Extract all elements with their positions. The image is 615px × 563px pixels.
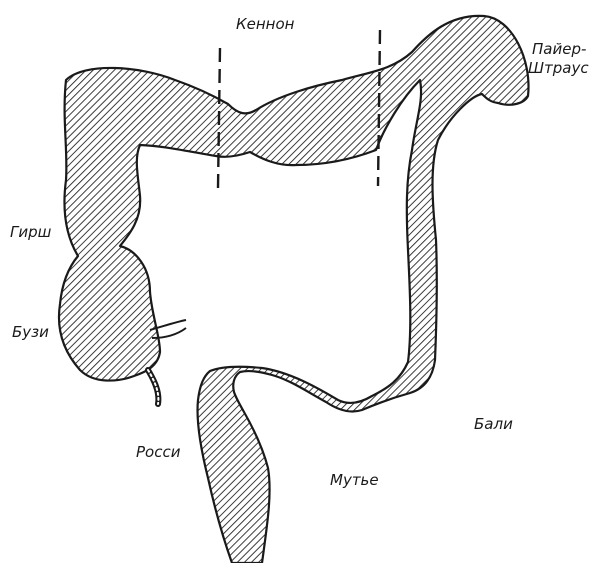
label-busi: Бузи bbox=[12, 322, 49, 342]
label-rossi: Росси bbox=[136, 442, 180, 462]
label-payr-line1: Пайер- bbox=[532, 40, 586, 59]
appendix bbox=[148, 370, 158, 404]
label-payr-line2: Штраус bbox=[528, 59, 589, 78]
label-hirsch: Гирш bbox=[10, 222, 51, 242]
label-mutye: Мутье bbox=[330, 470, 379, 490]
label-bali: Бали bbox=[474, 414, 513, 434]
label-cannon: Кеннон bbox=[236, 14, 294, 34]
colon-shape bbox=[59, 16, 529, 563]
dashed-line-left bbox=[218, 48, 220, 188]
